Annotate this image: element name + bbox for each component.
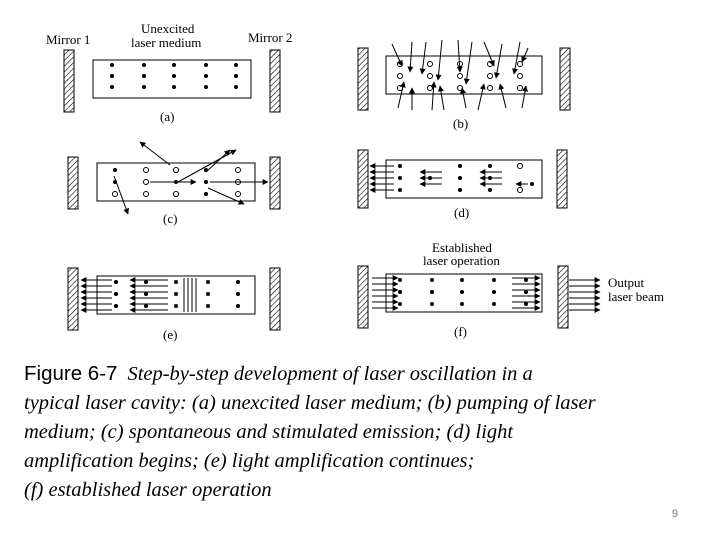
laser-oscillation-diagram: Mirror 1 Unexcited laser medium Mirror 2… [46, 21, 664, 342]
mirror2-label: Mirror 2 [248, 30, 292, 45]
emission-arrows [113, 141, 269, 215]
mirror [63, 49, 75, 113]
output-label-line1: Output [608, 275, 645, 290]
panel-b: (b) [357, 39, 571, 131]
mirror [269, 267, 281, 331]
established-label-line1: Established [432, 240, 492, 255]
figure-caption: Figure 6-7 Step-by-step development of la… [24, 359, 704, 505]
amplified-light-arrows [369, 163, 528, 193]
excited-atoms [397, 61, 523, 91]
laser-medium [385, 273, 543, 313]
mirror [67, 156, 79, 210]
panel-f-label: (f) [454, 324, 467, 339]
panel-e: (e) [67, 267, 281, 342]
mirror [357, 149, 369, 209]
panel-e-label: (e) [163, 327, 177, 342]
mirror [556, 149, 568, 209]
caption-line-2: typical laser cavity: (a) unexcited lase… [24, 392, 596, 414]
panel-a-label: (a) [160, 109, 174, 124]
amplified-light-arrows [80, 277, 168, 313]
output-beam-arrows [569, 277, 601, 313]
panel-f: (f) [357, 265, 601, 339]
mirror [357, 265, 369, 329]
figure-label: Figure 6-7 [24, 362, 118, 385]
excited-atoms [517, 163, 523, 193]
established-label-line2: laser operation [423, 253, 500, 268]
panel-b-label: (b) [453, 116, 468, 131]
mirror [357, 47, 369, 111]
ground-state-atoms [110, 63, 238, 89]
laser-medium [385, 55, 543, 95]
pump-arrows [391, 39, 529, 111]
laser-medium [385, 159, 543, 199]
caption-line-1: Figure 6-7 Step-by-step development of la… [24, 359, 704, 389]
unexcited-label-line2: laser medium [131, 35, 201, 50]
caption-text-1: Step-by-step development of laser oscill… [127, 363, 533, 385]
page-number: 9 [671, 508, 678, 520]
ground-state-atoms [398, 278, 528, 306]
mirror [269, 156, 281, 210]
panel-c-label: (c) [163, 211, 177, 226]
mirror [269, 49, 281, 113]
caption-line-5: (f) established laser operation [24, 479, 272, 501]
laser-medium [96, 275, 256, 315]
mirror [557, 265, 569, 329]
mirror1-label: Mirror 1 [46, 32, 90, 47]
caption-line-3: medium; (c) spontaneous and stimulated e… [24, 421, 514, 443]
panel-d-label: (d) [454, 205, 469, 220]
panel-a: (a) [63, 49, 281, 124]
output-label-line2: laser beam [608, 289, 664, 304]
caption-line-4: amplification begins; (e) light amplific… [24, 450, 475, 472]
field-lines [183, 278, 197, 312]
ground-state-atoms [398, 164, 534, 192]
panel-d: (d) [357, 149, 568, 220]
ground-state-atoms [114, 280, 240, 308]
mirror [67, 267, 79, 331]
internal-light-arrows [372, 275, 541, 311]
mirror [559, 47, 571, 111]
panel-c: (c) [67, 141, 281, 226]
unexcited-label-line1: Unexcited [141, 21, 195, 36]
laser-medium [92, 59, 252, 99]
